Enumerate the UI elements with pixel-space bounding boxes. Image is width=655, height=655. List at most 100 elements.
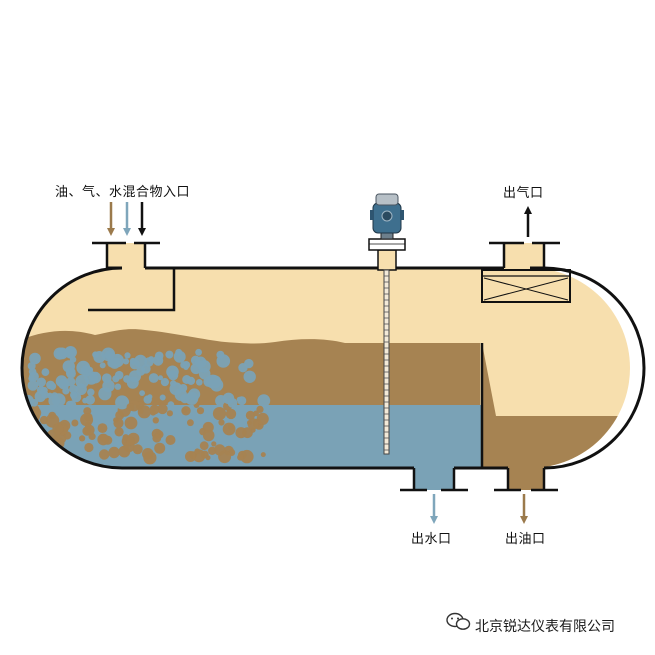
oil-droplet xyxy=(253,410,259,417)
water-droplet xyxy=(185,391,199,405)
water-droplet xyxy=(170,380,177,387)
oil-droplet xyxy=(187,419,194,427)
oil-droplet xyxy=(260,452,266,458)
oil-droplet xyxy=(26,416,32,422)
oil-droplet xyxy=(83,424,95,436)
water-droplet xyxy=(160,378,169,387)
inlet-arrows xyxy=(107,202,146,236)
mist-extractor xyxy=(481,269,571,303)
oil-droplet xyxy=(126,436,136,446)
oil-droplet xyxy=(157,403,168,415)
oil-droplet xyxy=(33,446,48,461)
watermark-text: 北京锐达仪表有限公司 xyxy=(475,619,615,635)
water-droplet xyxy=(122,358,130,365)
water-droplet xyxy=(139,390,146,396)
water-droplet xyxy=(114,383,122,390)
water-droplet xyxy=(148,356,155,363)
oil-droplet xyxy=(218,419,225,426)
water-droplet xyxy=(87,388,95,396)
water-droplet xyxy=(53,347,66,360)
water-droplet xyxy=(152,355,164,366)
water-droplet xyxy=(70,391,78,399)
oil-droplet xyxy=(138,408,144,414)
oil-droplet xyxy=(97,433,110,446)
transmitter-nozzle xyxy=(377,249,397,271)
water-droplet xyxy=(158,375,163,381)
water-droplet xyxy=(206,374,220,389)
gas-outlet-label: 出气口 xyxy=(503,185,544,201)
water-droplet xyxy=(41,391,49,399)
water-droplet xyxy=(236,396,243,403)
oil-droplet xyxy=(37,441,49,454)
water-droplet xyxy=(112,375,120,383)
inlet-nozzle-outline xyxy=(92,241,160,268)
oil-droplet xyxy=(211,441,217,447)
water-droplet xyxy=(27,380,39,391)
oil-droplet xyxy=(237,454,244,461)
oil-droplet xyxy=(97,423,108,433)
water-droplet xyxy=(196,379,203,386)
water-droplet xyxy=(115,395,130,410)
transmitter-flange xyxy=(368,238,406,251)
oil-droplet xyxy=(228,423,234,430)
water-droplet xyxy=(104,350,115,360)
water-droplet xyxy=(41,368,50,376)
water-droplet xyxy=(58,378,70,390)
oil-droplet xyxy=(108,446,120,459)
water-nozzle xyxy=(414,460,454,490)
oil-droplet xyxy=(137,405,151,419)
water-droplet xyxy=(129,359,140,370)
water-droplet xyxy=(27,362,36,370)
watermark: 北京锐达仪表有限公司 xyxy=(446,612,615,635)
oil-droplet xyxy=(235,427,247,439)
oil-droplet xyxy=(222,422,236,436)
probe-markings xyxy=(384,275,389,451)
oil-droplet xyxy=(71,419,79,427)
emulsion-droplets xyxy=(22,346,271,465)
water-droplet xyxy=(66,367,76,377)
oil-droplet xyxy=(245,410,255,420)
oil-droplet xyxy=(44,444,51,451)
water-droplet xyxy=(28,371,39,382)
water-droplet xyxy=(136,366,146,376)
water-droplet xyxy=(182,375,192,384)
water-droplet xyxy=(166,365,179,379)
oil-droplet xyxy=(152,433,162,443)
water-droplet xyxy=(123,375,131,383)
oil-droplet xyxy=(132,444,143,455)
tank-interior xyxy=(22,268,630,468)
oil-droplet xyxy=(205,455,211,461)
oil-droplet xyxy=(181,406,191,416)
oil-nozzle-outline xyxy=(494,468,558,492)
oil-droplet xyxy=(149,404,160,415)
water-droplet xyxy=(244,358,254,369)
water-droplet xyxy=(76,360,91,375)
water-droplet xyxy=(48,382,57,391)
oil-droplet xyxy=(212,407,227,421)
oil-droplet xyxy=(166,410,173,417)
oil-droplet xyxy=(256,412,269,425)
oil-droplet xyxy=(247,418,259,430)
oil-droplet xyxy=(79,435,86,442)
water-droplet xyxy=(69,384,78,394)
water-droplet xyxy=(165,350,174,359)
water-droplet xyxy=(36,377,46,387)
oil-droplet xyxy=(152,417,159,424)
oil-droplet xyxy=(165,435,176,445)
radar-level-transmitter xyxy=(368,193,406,455)
water-droplet xyxy=(93,351,106,363)
oil-droplet xyxy=(124,416,138,430)
water-droplet xyxy=(99,362,106,369)
oil-outlet-label: 出油口 xyxy=(505,532,546,547)
oil-droplet xyxy=(143,451,157,465)
water-droplet xyxy=(124,352,131,359)
water-droplet xyxy=(82,397,88,404)
water-droplet xyxy=(29,352,41,365)
water-droplet xyxy=(30,399,39,407)
water-droplet xyxy=(67,400,77,410)
oil-droplet xyxy=(185,451,196,462)
water-droplet xyxy=(167,401,175,408)
inlet-label: 油、气、水混合物入口 xyxy=(55,184,190,200)
oil-droplet xyxy=(113,418,124,429)
